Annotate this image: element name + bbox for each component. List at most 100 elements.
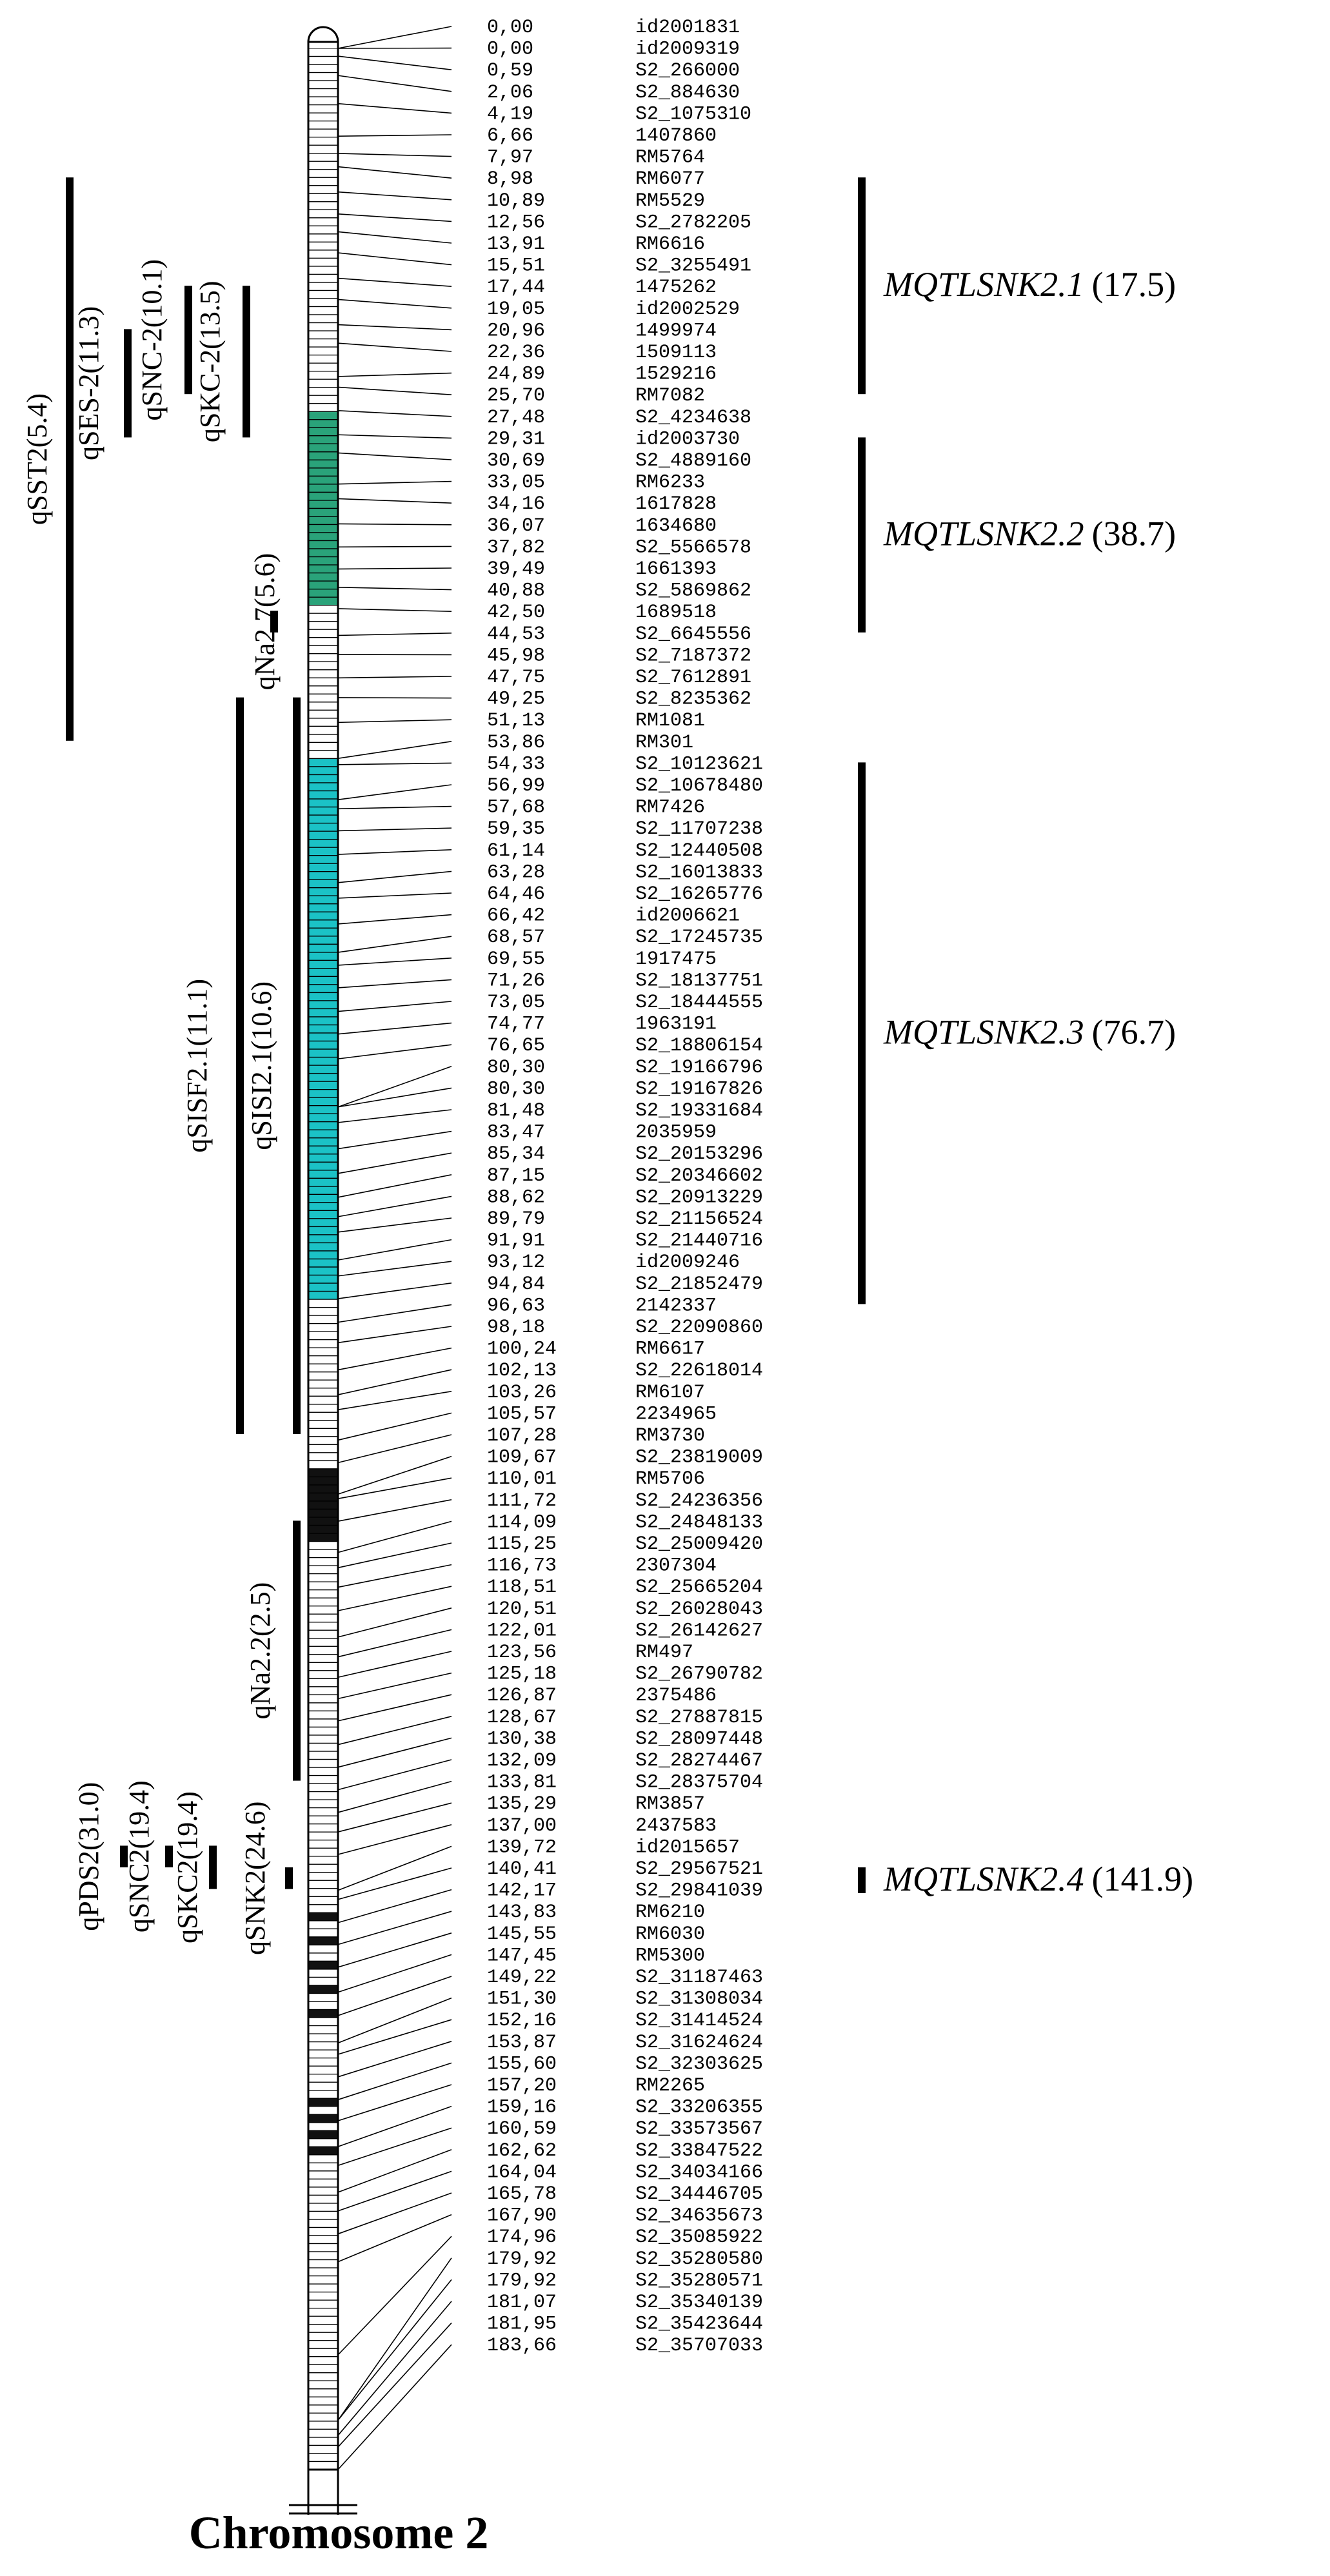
chromosome-cell bbox=[308, 1242, 339, 1252]
marker-connector bbox=[337, 153, 452, 157]
marker-name: id2009246 bbox=[635, 1252, 740, 1273]
chromosome-cell bbox=[308, 2106, 339, 2115]
marker-name: S2_35280580 bbox=[635, 2248, 763, 2270]
marker-position: 147,45 bbox=[487, 1945, 557, 1967]
marker-name: S2_6645556 bbox=[635, 624, 751, 645]
marker-name: S2_26028043 bbox=[635, 1598, 763, 1620]
chromosome-cell bbox=[308, 1210, 339, 1219]
chromosome-cell bbox=[308, 1177, 339, 1187]
qtl-label: qSISF2.1(11.1) bbox=[181, 979, 213, 1153]
marker-connector bbox=[337, 1195, 452, 1217]
chromosome-cell bbox=[308, 467, 339, 477]
chromosome-bar bbox=[289, 26, 357, 2515]
chromosome-cell bbox=[308, 1686, 339, 1696]
qtl-interval-bar bbox=[124, 329, 132, 438]
marker-connector bbox=[337, 1174, 452, 1198]
chromosome-cell bbox=[308, 911, 339, 921]
marker-position: 47,75 bbox=[487, 667, 545, 689]
chromosome-cell bbox=[308, 637, 339, 646]
marker-connector bbox=[337, 1022, 452, 1035]
chromosome-cell bbox=[308, 2187, 339, 2196]
marker-position: 183,66 bbox=[487, 2335, 557, 2357]
chromosome-cell bbox=[308, 1928, 339, 1938]
qtl-interval-bar bbox=[236, 697, 244, 1434]
chromosome-cell bbox=[308, 2251, 339, 2261]
marker-connector bbox=[337, 2041, 452, 2078]
marker-name: S2_21440716 bbox=[635, 1230, 763, 1252]
chromosome-cell bbox=[308, 1880, 339, 1889]
marker-name: S2_19331684 bbox=[635, 1100, 763, 1122]
chromosome-cell bbox=[308, 847, 339, 856]
marker-connector bbox=[337, 1261, 452, 1277]
qtl-label: qSKC2(19.4) bbox=[172, 1791, 203, 1943]
chromosome-cell bbox=[308, 1735, 339, 1744]
mqtl-interval-bar bbox=[858, 177, 866, 395]
marker-name: S2_24236356 bbox=[635, 1490, 763, 1512]
marker-connector bbox=[337, 1087, 452, 1108]
chromosome-cell bbox=[308, 1048, 339, 1058]
chromosome-cell bbox=[308, 2074, 339, 2083]
marker-connector bbox=[337, 1672, 452, 1700]
chromosome-cell bbox=[308, 435, 339, 444]
chromosome-cell bbox=[308, 2243, 339, 2252]
marker-position: 125,18 bbox=[487, 1664, 557, 1686]
marker-connector bbox=[337, 1911, 452, 1945]
chromosome-cell bbox=[308, 1404, 339, 1413]
marker-position: 61,14 bbox=[487, 840, 545, 862]
qtl-interval-bar bbox=[120, 1845, 128, 1867]
chromosome-cell bbox=[308, 1492, 339, 1502]
marker-connector bbox=[337, 26, 452, 49]
qtl-label: qSST2(5.4) bbox=[21, 393, 53, 525]
chromosome-cell bbox=[308, 257, 339, 267]
marker-connector bbox=[337, 75, 452, 92]
chromosome-cell bbox=[308, 2154, 339, 2164]
marker-name: S2_34034166 bbox=[635, 2161, 763, 2183]
chromosome-cell bbox=[308, 2130, 339, 2139]
marker-connector bbox=[337, 299, 452, 309]
marker-position: 0,00 bbox=[487, 17, 533, 39]
chromosome-cell bbox=[308, 1694, 339, 1704]
mqtl-value: (17.5) bbox=[1092, 265, 1176, 304]
chromosome-cell bbox=[308, 1992, 339, 2002]
chromosome-cell bbox=[308, 1476, 339, 1486]
chromosome-cell bbox=[308, 1824, 339, 1833]
qtl-label: qSKC-2(13.5) bbox=[194, 281, 226, 443]
chromosome-cell bbox=[308, 1912, 339, 1922]
chromosome-cell bbox=[308, 484, 339, 493]
chromosome-cell bbox=[308, 1411, 339, 1421]
marker-connector bbox=[337, 324, 452, 331]
chromosome-cell bbox=[308, 1040, 339, 1050]
chromosome-cell bbox=[308, 1145, 339, 1155]
marker-position: 142,17 bbox=[487, 1880, 557, 1902]
chromosome-cell bbox=[308, 475, 339, 485]
marker-connector bbox=[337, 1434, 452, 1464]
chromosome-cell bbox=[308, 2049, 339, 2059]
chromosome-cell bbox=[308, 88, 339, 97]
marker-connector bbox=[337, 1044, 452, 1059]
mqtl-name: MQTLSNK2.2 bbox=[883, 515, 1084, 553]
chromosome-cell bbox=[308, 2428, 339, 2438]
chromosome-cell bbox=[308, 532, 339, 542]
marker-position: 140,41 bbox=[487, 1858, 557, 1880]
chromosome-cell bbox=[308, 193, 339, 202]
marker-position: 91,91 bbox=[487, 1230, 545, 1252]
marker-name: S2_10678480 bbox=[635, 775, 763, 797]
marker-position: 149,22 bbox=[487, 1967, 557, 1989]
marker-position: 139,72 bbox=[487, 1836, 557, 1858]
chromosome-cell bbox=[308, 1629, 339, 1639]
chromosome-cell bbox=[308, 1758, 339, 1768]
marker-position: 39,49 bbox=[487, 558, 545, 580]
marker-connector bbox=[337, 1824, 452, 1855]
marker-position: 57,68 bbox=[487, 797, 545, 819]
chromosome-cell bbox=[308, 273, 339, 283]
chromosome-cell bbox=[308, 322, 339, 331]
marker-name: S2_31187463 bbox=[635, 1967, 763, 1989]
marker-connector bbox=[337, 1629, 452, 1658]
chromosome-cell bbox=[308, 1161, 339, 1171]
chromosome-cell bbox=[308, 540, 339, 549]
marker-connector bbox=[337, 213, 452, 222]
marker-connector bbox=[337, 1304, 452, 1323]
chromosome-cell bbox=[308, 2299, 339, 2309]
chromosome-cell bbox=[308, 1299, 339, 1308]
marker-connector bbox=[337, 719, 452, 723]
